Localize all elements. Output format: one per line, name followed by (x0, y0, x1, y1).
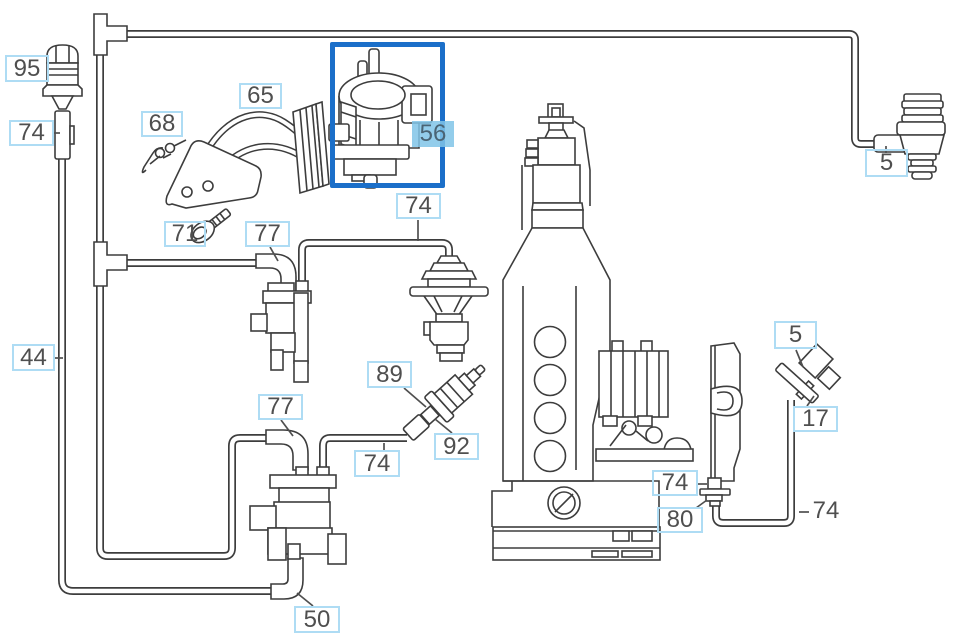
tee-fitting-middle (93, 241, 128, 287)
part-label-77-1[interactable]: 77 (245, 221, 290, 247)
part-label-5-2[interactable]: 5 (774, 321, 817, 349)
engine-assembly (491, 103, 661, 561)
vacuum-tubing (58, 30, 876, 595)
part-label-5-1[interactable]: 5 (865, 149, 908, 177)
valve-assembly-lower-left (249, 466, 347, 565)
tee-fitting-top (93, 13, 128, 56)
elbow-hose-50 (270, 557, 304, 600)
fitting-80 (699, 477, 731, 507)
part-68-clip (141, 139, 187, 174)
part-label-44[interactable]: 44 (12, 344, 55, 371)
part-label-89[interactable]: 89 (367, 361, 412, 388)
part-label-68[interactable]: 68 (141, 111, 183, 137)
bracket-panel-clamp (710, 342, 743, 482)
check-valve-top-right (873, 93, 946, 180)
aux-pump-assembly (595, 340, 694, 462)
solenoid-valve-middle (250, 280, 312, 383)
part-71-bolt (190, 208, 232, 244)
part-label-77-2[interactable]: 77 (258, 394, 303, 420)
vacuum-tap-17 (775, 342, 842, 404)
part-label-95[interactable]: 95 (5, 55, 49, 82)
part-95-sensor (42, 44, 83, 160)
part-label-71[interactable]: 71 (164, 221, 206, 247)
check-valve-funnel (409, 255, 489, 362)
leader-lines (52, 132, 887, 607)
part-label-74-4[interactable]: 74 (652, 470, 698, 496)
part-label-74-2[interactable]: 74 (396, 193, 441, 219)
part-label-80[interactable]: 80 (657, 507, 703, 533)
part-label-92[interactable]: 92 (434, 433, 479, 460)
selected-part-highlight-box (330, 42, 445, 188)
part-label-50[interactable]: 50 (294, 606, 340, 633)
part-label-56-selected[interactable]: 56 (412, 121, 454, 147)
part-label-17[interactable]: 17 (793, 406, 838, 432)
part-label-74-5[interactable]: 74 (812, 497, 840, 524)
part-label-65[interactable]: 65 (239, 83, 282, 109)
part-label-74-3[interactable]: 74 (354, 450, 400, 477)
part-56-pressure-transducer (328, 48, 433, 189)
part-65-bracket (165, 100, 330, 209)
elbow-hose-77b (265, 429, 309, 471)
part-label-74-1[interactable]: 74 (9, 120, 54, 146)
